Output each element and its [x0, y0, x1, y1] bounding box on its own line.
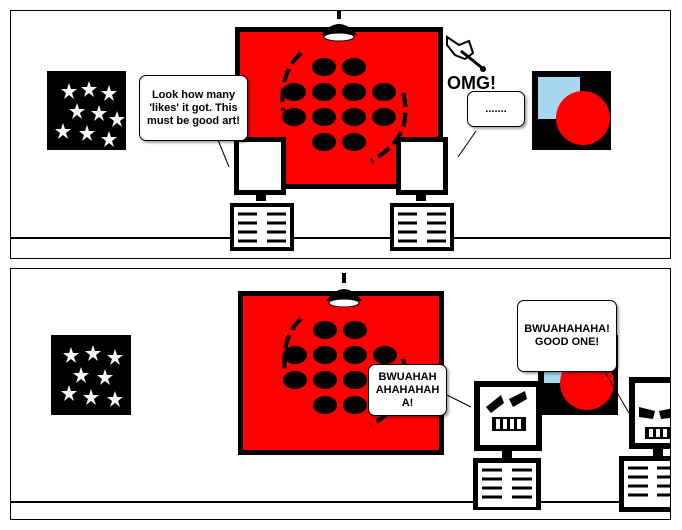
- speech-bubble-likes: Look how many 'likes' it got. This must …: [139, 75, 248, 141]
- pointing-hand-icon: [446, 35, 486, 72]
- robot-icon-left: [230, 137, 294, 251]
- skull-robot-icon-middle: [473, 381, 542, 510]
- spotlight-icon: [326, 273, 362, 308]
- dot-pattern: [283, 321, 397, 414]
- comic-panel-1: Look how many 'likes' it got. This must …: [10, 10, 671, 259]
- dot-pattern: [282, 58, 396, 151]
- robot-icon-right: [390, 137, 454, 251]
- panel-1-scene: [11, 11, 670, 251]
- star-icon: [55, 81, 125, 147]
- star-icon: [61, 345, 123, 407]
- speech-bubble-good-one: BWUAHAHAHA! GOOD ONE!: [517, 300, 617, 372]
- star-painting: [47, 71, 126, 150]
- speech-bubble-bwuahah: BWUAHAH AHAHAHAH A!: [368, 364, 447, 416]
- spotlight-icon: [321, 11, 357, 42]
- omg-exclamation: OMG!: [447, 73, 496, 93]
- circle-square-painting: [532, 71, 611, 150]
- speech-bubble-dots: .......: [467, 91, 525, 127]
- star-painting: [51, 335, 131, 415]
- comic-panel-2: BWUAHAH AHAHAHAH A! BWUAHAHAHA! GOOD ONE…: [10, 268, 671, 520]
- skull-robot-icon-right: [619, 377, 670, 512]
